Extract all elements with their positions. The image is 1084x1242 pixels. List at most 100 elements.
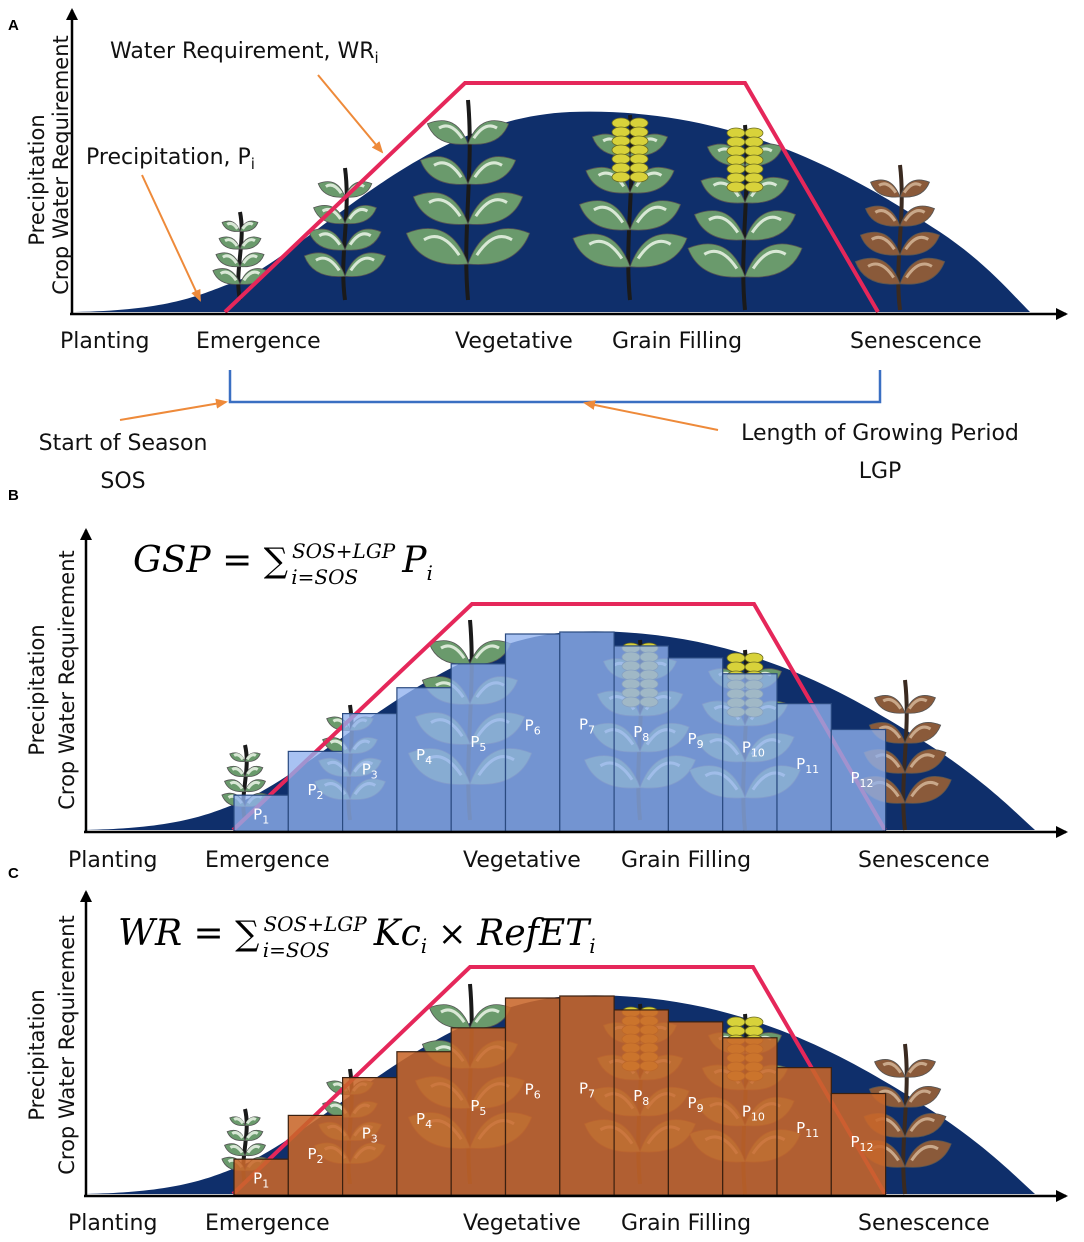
plant-senescence-c-leaf [904, 1140, 952, 1168]
wr-bar-6 [504, 997, 561, 1196]
plant-senescence-leaf [864, 205, 901, 227]
plant-emergence-b-leaf-highlight [246, 780, 261, 790]
y-axis-label-precipitation-b: Precipitation [25, 624, 49, 755]
precip-bar-label-7: P7 [579, 716, 595, 737]
wr-bar-10 [722, 1037, 778, 1196]
precip-bar-label-main-1: P [253, 805, 262, 823]
wr-bar-label-main-4: P [416, 1110, 425, 1128]
plant-senescence-leaf [899, 205, 936, 227]
plant-grain-filling-2-grain [744, 145, 764, 157]
plant-vegetative-b-leaf [428, 640, 471, 665]
plant-senescence-b-leaf-highlight [882, 697, 902, 710]
plant-vegetative-c-leaf [428, 1004, 471, 1029]
plant-vegetative-leaf-highlight [475, 235, 513, 257]
plant-senescence-stem [896, 164, 904, 311]
y-axis-label-precipitation-c: Precipitation [25, 989, 49, 1120]
wr-bar-label-main-9: P [688, 1094, 697, 1112]
plant-senescence-leaf [854, 257, 901, 285]
plant-emergence-leaf-highlight [242, 254, 258, 264]
plant-grain-filling-1-grain [629, 135, 649, 147]
plant-senescence-leaf-highlight [903, 209, 926, 222]
plant-grain-filling-1-leaf-highlight [635, 205, 667, 224]
plant-grain-filling-2-grain [744, 181, 764, 193]
stage-planting-c: Planting [68, 1211, 157, 1236]
plant-emergence-b-leaf-highlight [245, 753, 257, 761]
plant-emergence-c-leaf-highlight [246, 1144, 261, 1154]
plant-emergence-leaf [212, 268, 241, 285]
plant-early-vegetative-leaf-highlight [325, 183, 343, 195]
plant-senescence-b-leaf [904, 722, 942, 744]
precip-bar-label-main-5: P [470, 733, 479, 751]
panel-c-letter: C [8, 865, 19, 882]
plant-emergence-b-leaf [244, 779, 266, 793]
plant-emergence-leaf [239, 236, 262, 250]
plant-emergence-leaf-highlight [241, 238, 256, 247]
plant-grain-filling-1-grain [629, 117, 649, 129]
plant-senescence-b-leaf-highlight [909, 753, 936, 769]
plant-vegetative [405, 99, 531, 301]
plant-senescence-c-leaf [904, 1113, 947, 1138]
plant-senescence-c-stem [901, 1043, 909, 1195]
plant-emergence-leaf [239, 252, 265, 268]
plant-senescence-c-leaf [904, 1086, 942, 1108]
plant-senescence-leaf [859, 231, 901, 256]
precip-bar-10 [722, 673, 778, 832]
wr-bar-label-main-2: P [307, 1145, 316, 1163]
plant-icons [212, 99, 946, 311]
stage-labels-c: Planting Emergence Vegetative Grain Fill… [68, 1211, 990, 1236]
plant-grain-filling-2-grain [726, 136, 746, 148]
plant-emergence-c-leaf [244, 1143, 266, 1157]
lgp-abbrev: LGP [859, 459, 902, 484]
plant-grain-filling-2-leaf [744, 243, 803, 278]
precip-bar-label-sub-3: 3 [371, 768, 378, 781]
plant-vegetative-leaf-highlight [472, 124, 498, 140]
precip-bar-label-6: P6 [525, 717, 541, 738]
plant-emergence-leaf [215, 252, 241, 268]
plant-grain-filling-1-grain [611, 144, 631, 156]
precip-bar-label-12: P12 [850, 769, 873, 790]
stage-emergence-b: Emergence [205, 848, 330, 873]
plant-grain-filling-2-grain [744, 154, 764, 166]
plant-senescence-b-leaf-highlight [910, 780, 939, 798]
precip-bar-7 [559, 631, 615, 832]
plant-emergence-leaf [239, 220, 259, 232]
plant-grain-filling-b2-grain [726, 652, 746, 664]
precip-bar-9 [667, 657, 724, 832]
wr-bar-4 [396, 1051, 452, 1196]
precip-bar-label-2: P2 [307, 781, 323, 802]
y-axis-label-precipitation: Precipitation [25, 114, 49, 245]
plant-grain-filling-1-grain [611, 162, 631, 174]
plant-emergence-b-leaf-highlight [231, 767, 244, 775]
plant-vegetative-stem [464, 99, 472, 301]
plant-senescence-b-stem [901, 679, 909, 831]
plant-vegetative-leaf-highlight [423, 235, 461, 257]
plant-emergence-c-leaf-highlight [245, 1117, 257, 1125]
plant-grain-filling-2-grain [744, 127, 764, 139]
plant-grain-filling-2-leaf [687, 243, 746, 278]
precip-bar-2 [287, 750, 344, 832]
plant-senescence-c-leaf-highlight [909, 1117, 936, 1133]
plant-vegetative-leaf [405, 228, 469, 265]
plant-senescence-c-leaf [868, 1086, 906, 1108]
wr-bar-label-main-6: P [525, 1081, 534, 1099]
precip-bar-label-sub-7: 7 [588, 724, 595, 737]
precip-bar-label-1: P1 [253, 805, 269, 826]
wr-bar-5 [450, 1027, 507, 1196]
plant-senescence-c-leaf-highlight [908, 1089, 932, 1103]
plant-vegetative-leaf-highlight [474, 198, 508, 218]
plant-grain-filling-2-leaf-highlight [750, 181, 778, 198]
plant-senescence-b-leaf-highlight [908, 725, 932, 739]
wr-bar-label-main-11: P [796, 1119, 805, 1137]
stage-vegetative-b: Vegetative [463, 848, 581, 873]
water-requirement-label: Water Requirement, WRi [110, 39, 379, 67]
plant-emergence-b-leaf [224, 779, 246, 793]
precip-bar-label-sub-6: 6 [534, 725, 541, 738]
precip-bar-label-sub-11: 11 [805, 763, 819, 776]
precip-bar-3 [342, 712, 398, 832]
plant-grain-filling-b2-grain [744, 652, 764, 664]
wr-bar-label-11: P11 [796, 1119, 819, 1140]
stage-senescence-c: Senescence [858, 1211, 990, 1236]
